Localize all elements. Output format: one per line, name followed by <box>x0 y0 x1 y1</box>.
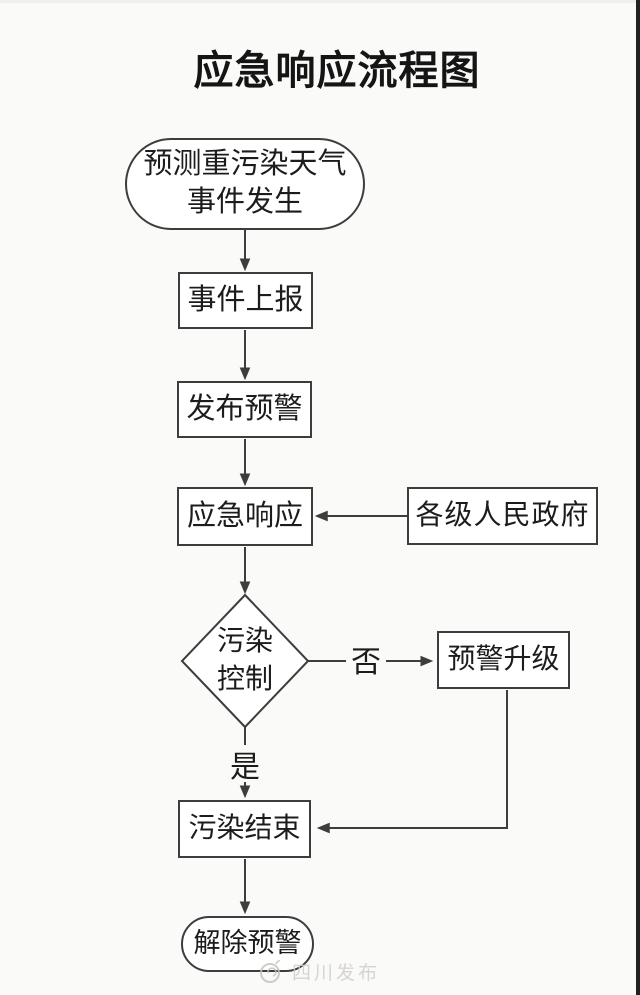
edge-label-yes: 是 <box>226 745 264 784</box>
node-warning-upgrade: 预警升级 <box>437 631 570 689</box>
watermark-text: 四川发布 <box>292 962 381 984</box>
node-start-event: 预测重污染天气 事件发生 <box>125 138 365 230</box>
watermark-logo-icon <box>260 960 281 983</box>
node-event-report: 事件上报 <box>178 272 313 329</box>
top-edge-shade <box>0 0 640 3</box>
node-pollution-control-decision: 污染 控制 <box>216 626 273 695</box>
page-title: 应急响应流程图 <box>193 48 481 93</box>
node-pollution-end: 污染结束 <box>178 800 311 858</box>
decision-diamond-shape <box>180 593 310 729</box>
node-issue-warning: 发布预警 <box>177 381 312 438</box>
node-governments: 各级人民政府 <box>407 487 598 545</box>
watermark: 四川发布 <box>258 956 380 986</box>
connector-upgrade-to-end <box>316 690 508 834</box>
edge-label-no: 否 <box>346 640 386 679</box>
node-lift-warning: 解除预警 <box>181 916 314 972</box>
right-edge-strip <box>636 0 640 995</box>
node-emergency-response: 应急响应 <box>177 487 313 546</box>
